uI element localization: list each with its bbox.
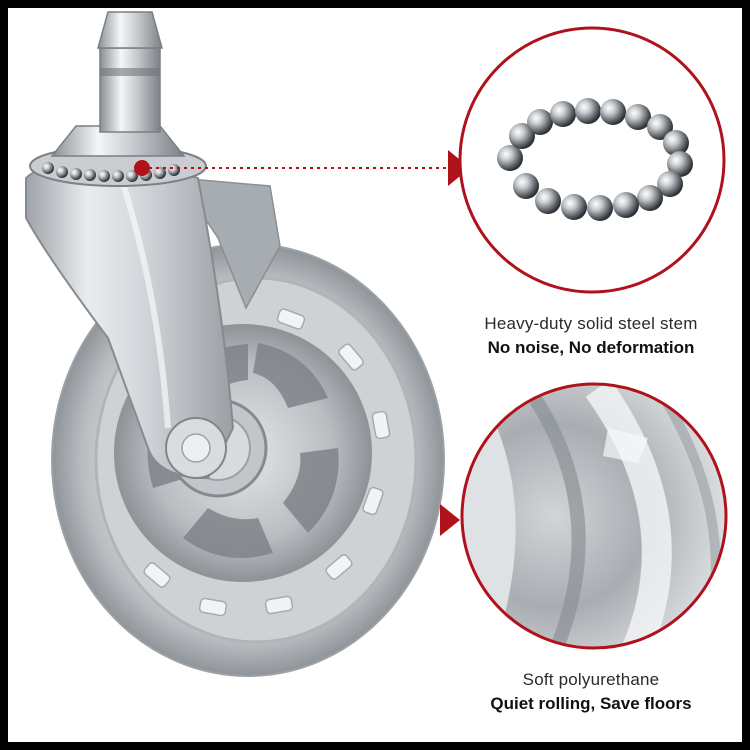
product-image-frame: Heavy-duty solid steel stem No noise, No…: [8, 8, 742, 742]
caster-fork: [25, 154, 281, 480]
caster-wheel: [51, 243, 445, 677]
tread-slots: [143, 308, 391, 617]
stem-callout-caption: Heavy-duty solid steel stem No noise, No…: [446, 314, 736, 358]
caster-stem: [29, 11, 207, 187]
tread-zoom-callout: [460, 382, 728, 650]
product-scene: [25, 11, 728, 677]
steel-ball-ring: [497, 98, 693, 221]
stem-callout-subtitle: No noise, No deformation: [487, 338, 695, 357]
wheel-callout-title: Soft polyurethane: [522, 670, 660, 689]
wheel-callout-caption: Soft polyurethane Quiet rolling, Save fl…: [446, 670, 736, 714]
stem-callout-title: Heavy-duty solid steel stem: [484, 314, 698, 333]
bearing-zoom-callout: [458, 26, 726, 294]
tire-callout-pointer: [440, 504, 460, 536]
stem-tip: [97, 11, 163, 49]
stem-shaft: [99, 47, 161, 133]
wheel-callout-subtitle: Quiet rolling, Save floors: [490, 694, 692, 713]
